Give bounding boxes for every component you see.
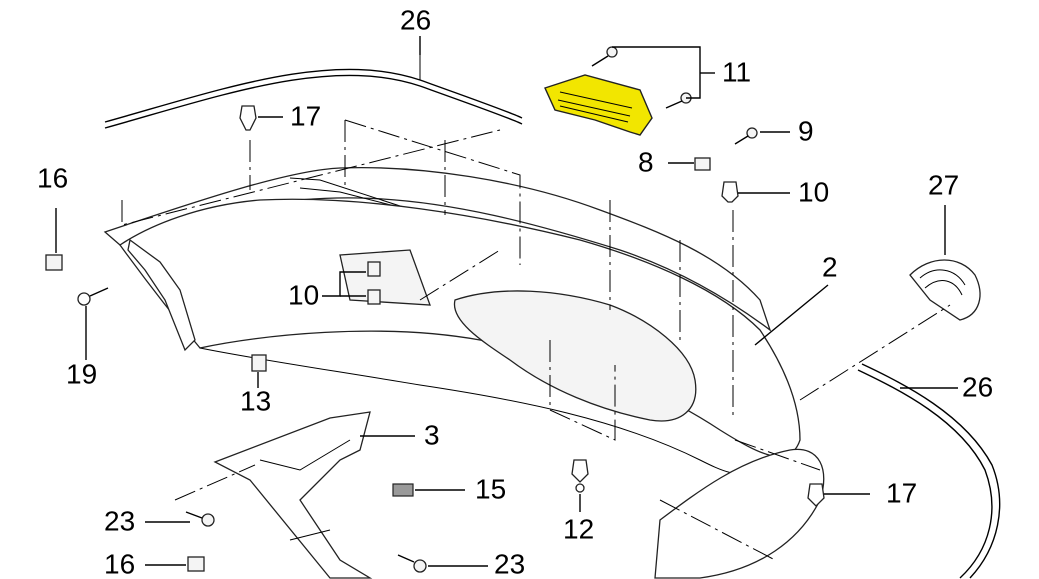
callout-27: 27 [928,169,959,200]
callout-10-right: 10 [798,176,829,207]
screw-23-right [397,554,427,573]
callout-9: 9 [798,115,814,146]
callout-26-right: 26 [962,371,993,402]
clip-8 [694,157,711,171]
callout-12: 12 [563,513,594,544]
callout-17-bottom: 17 [886,477,917,508]
callout-3: 3 [424,419,440,450]
assembly-lines [121,119,951,561]
clip-12 [571,459,589,493]
callout-23-left: 23 [104,505,135,536]
callout-11: 11 [722,56,751,87]
callout-8: 8 [638,146,654,177]
callout-13: 13 [240,385,271,416]
clip-17-top [239,105,257,131]
callout-labels: 26 11 17 9 8 10 27 16 2 10 19 13 26 3 15… [37,4,993,579]
reinforcement-highlighted [544,74,653,136]
callout-17-top: 17 [290,100,321,131]
screw-11-upper [591,46,618,67]
clip-16-bottom [187,556,205,572]
trim-strip-right [857,363,1001,579]
callout-15: 15 [475,473,506,504]
screw-11-lower [665,92,692,109]
callout-10-left: 10 [288,279,319,310]
screw-9 [734,127,758,145]
clip-13 [251,354,267,372]
screw-19 [77,287,109,306]
clips-10-left [367,261,381,305]
fasteners [45,46,825,573]
screw-23-left [185,511,215,527]
callout-23-right: 23 [494,548,525,579]
leader-lines [55,36,958,567]
clip-17-bottom [807,483,825,507]
end-cap-27 [909,259,981,321]
callout-19: 19 [66,358,97,389]
clip-16-top [45,254,63,271]
insert-15 [392,483,414,497]
callout-26-top: 26 [400,4,431,35]
callout-16-bottom: 16 [104,548,135,579]
callout-2: 2 [822,251,838,282]
side-bracket-left [127,238,431,352]
bumper-main-body [119,198,825,579]
clip-10-right [721,181,739,203]
callout-16-top: 16 [37,162,68,193]
lower-bracket [213,411,373,579]
